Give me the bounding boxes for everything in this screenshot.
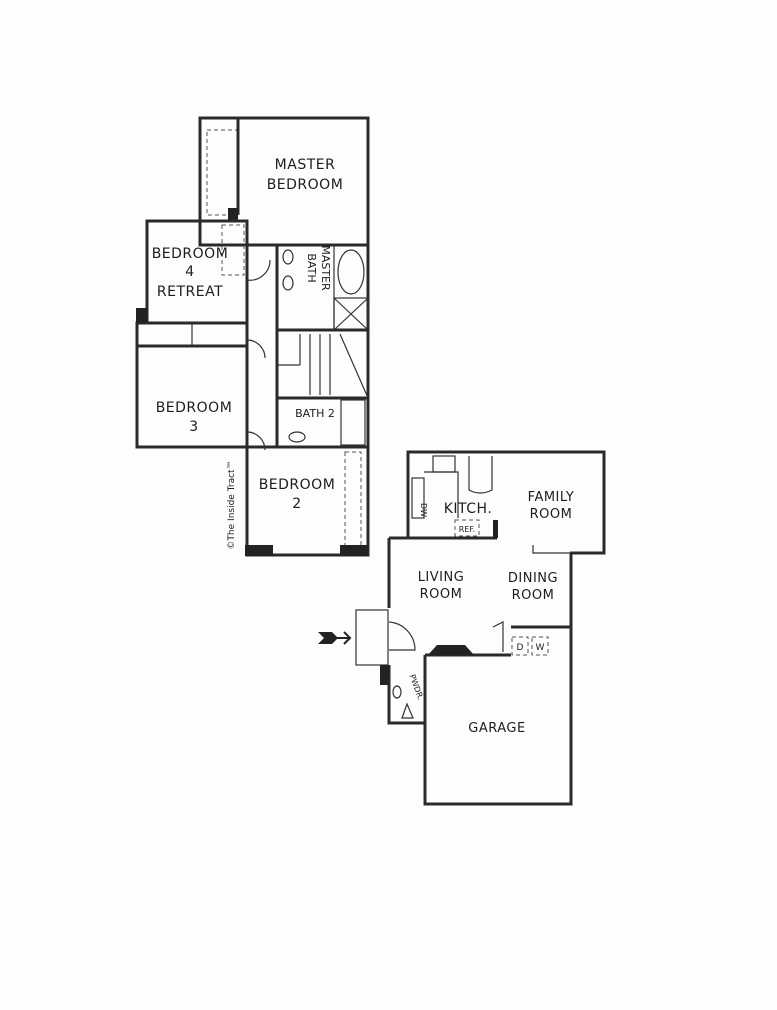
living-dining-walls xyxy=(387,538,573,806)
kitchen-family-walls xyxy=(406,450,606,555)
bedroom4-number: 4 xyxy=(185,264,194,280)
copyright: ©The Inside Tract™ xyxy=(227,460,237,549)
dryer-label: D xyxy=(517,643,524,653)
master-bath-label: MASTER BATH xyxy=(305,245,332,291)
bedroom2-walls xyxy=(245,445,370,557)
garage-label: GARAGE xyxy=(468,721,525,736)
bedroom4-walls xyxy=(145,219,249,325)
stairs xyxy=(275,328,370,400)
dining-room-label-2: ROOM xyxy=(512,588,555,603)
master-bedroom-label: MASTER xyxy=(275,157,336,173)
bedroom4-retreat: RETREAT xyxy=(157,284,223,300)
kitchen-label: KITCH. xyxy=(444,501,493,517)
bath2-label: BATH 2 xyxy=(295,407,335,420)
lower-floor xyxy=(355,450,606,806)
svg-text:MASTER: MASTER xyxy=(319,245,332,291)
dining-room-label: DINING xyxy=(508,571,558,586)
bedroom3-number: 3 xyxy=(189,419,198,435)
svg-text:BATH: BATH xyxy=(305,253,318,282)
entry-arrow-icon xyxy=(318,631,352,645)
bedroom2-label: BEDROOM xyxy=(259,477,336,493)
master-closet xyxy=(206,129,238,216)
bedroom3-walls xyxy=(135,344,249,449)
dishwasher-label: DW xyxy=(419,503,428,517)
living-room-label: LIVING xyxy=(418,570,465,585)
bedroom2-number: 2 xyxy=(292,496,301,512)
family-room-label: FAMILY xyxy=(528,490,575,505)
upper-floor xyxy=(135,116,370,557)
powder-label: PWDR. xyxy=(408,673,426,701)
bedroom4-label: BEDROOM xyxy=(152,246,229,262)
living-room-label-2: ROOM xyxy=(420,587,463,602)
washer-label: W xyxy=(536,643,545,653)
bedroom3-label: BEDROOM xyxy=(156,400,233,416)
master-bedroom-label-2: BEDROOM xyxy=(267,177,344,193)
refrigerator-label: REF. xyxy=(459,525,475,534)
family-room-label-2: ROOM xyxy=(530,507,573,522)
